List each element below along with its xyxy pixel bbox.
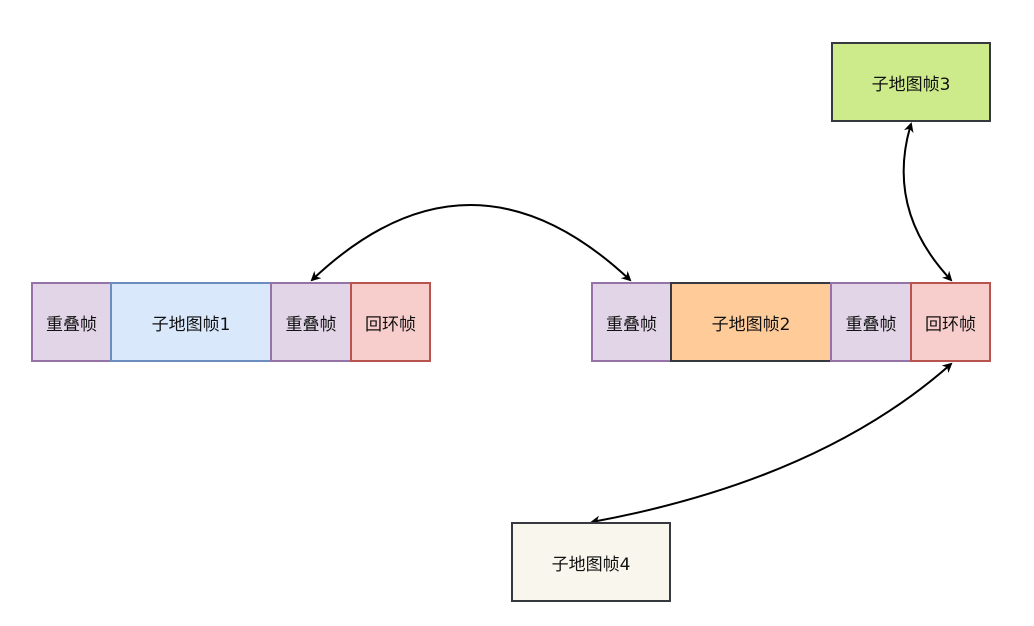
overlap-frame-label: 重叠帧 (46, 314, 97, 335)
overlap-frame-2a[interactable]: 重叠帧 (591, 282, 672, 362)
submap-frame-label: 子地图帧4 (551, 554, 631, 575)
edge-group1-group2 (310, 204, 632, 282)
overlap-frame-1b[interactable]: 重叠帧 (270, 282, 352, 362)
loop-frame-1[interactable]: 回环帧 (350, 282, 431, 362)
loop-frame-label: 回环帧 (925, 314, 976, 335)
overlap-frame-label: 重叠帧 (285, 314, 337, 335)
submap-frame-2[interactable]: 子地图帧2 (670, 282, 832, 362)
edge-submap3-loop2 (902, 122, 953, 282)
overlap-frame-2b[interactable]: 重叠帧 (830, 282, 912, 362)
submap-frame-3[interactable]: 子地图帧3 (831, 42, 991, 122)
submap-frame-4[interactable]: 子地图帧4 (511, 522, 671, 602)
overlap-frame-label: 重叠帧 (606, 314, 657, 335)
submap-frame-label: 子地图帧1 (151, 314, 231, 335)
edge-loop2-submap4 (590, 362, 953, 526)
submap-frame-label: 子地图帧2 (711, 314, 791, 335)
submap-frame-1[interactable]: 子地图帧1 (110, 282, 272, 362)
loop-frame-label: 回环帧 (365, 314, 416, 335)
overlap-frame-label: 重叠帧 (845, 314, 897, 335)
submap-frame-label: 子地图帧3 (871, 74, 951, 95)
overlap-frame-1a[interactable]: 重叠帧 (31, 282, 112, 362)
loop-frame-2[interactable]: 回环帧 (910, 282, 991, 362)
